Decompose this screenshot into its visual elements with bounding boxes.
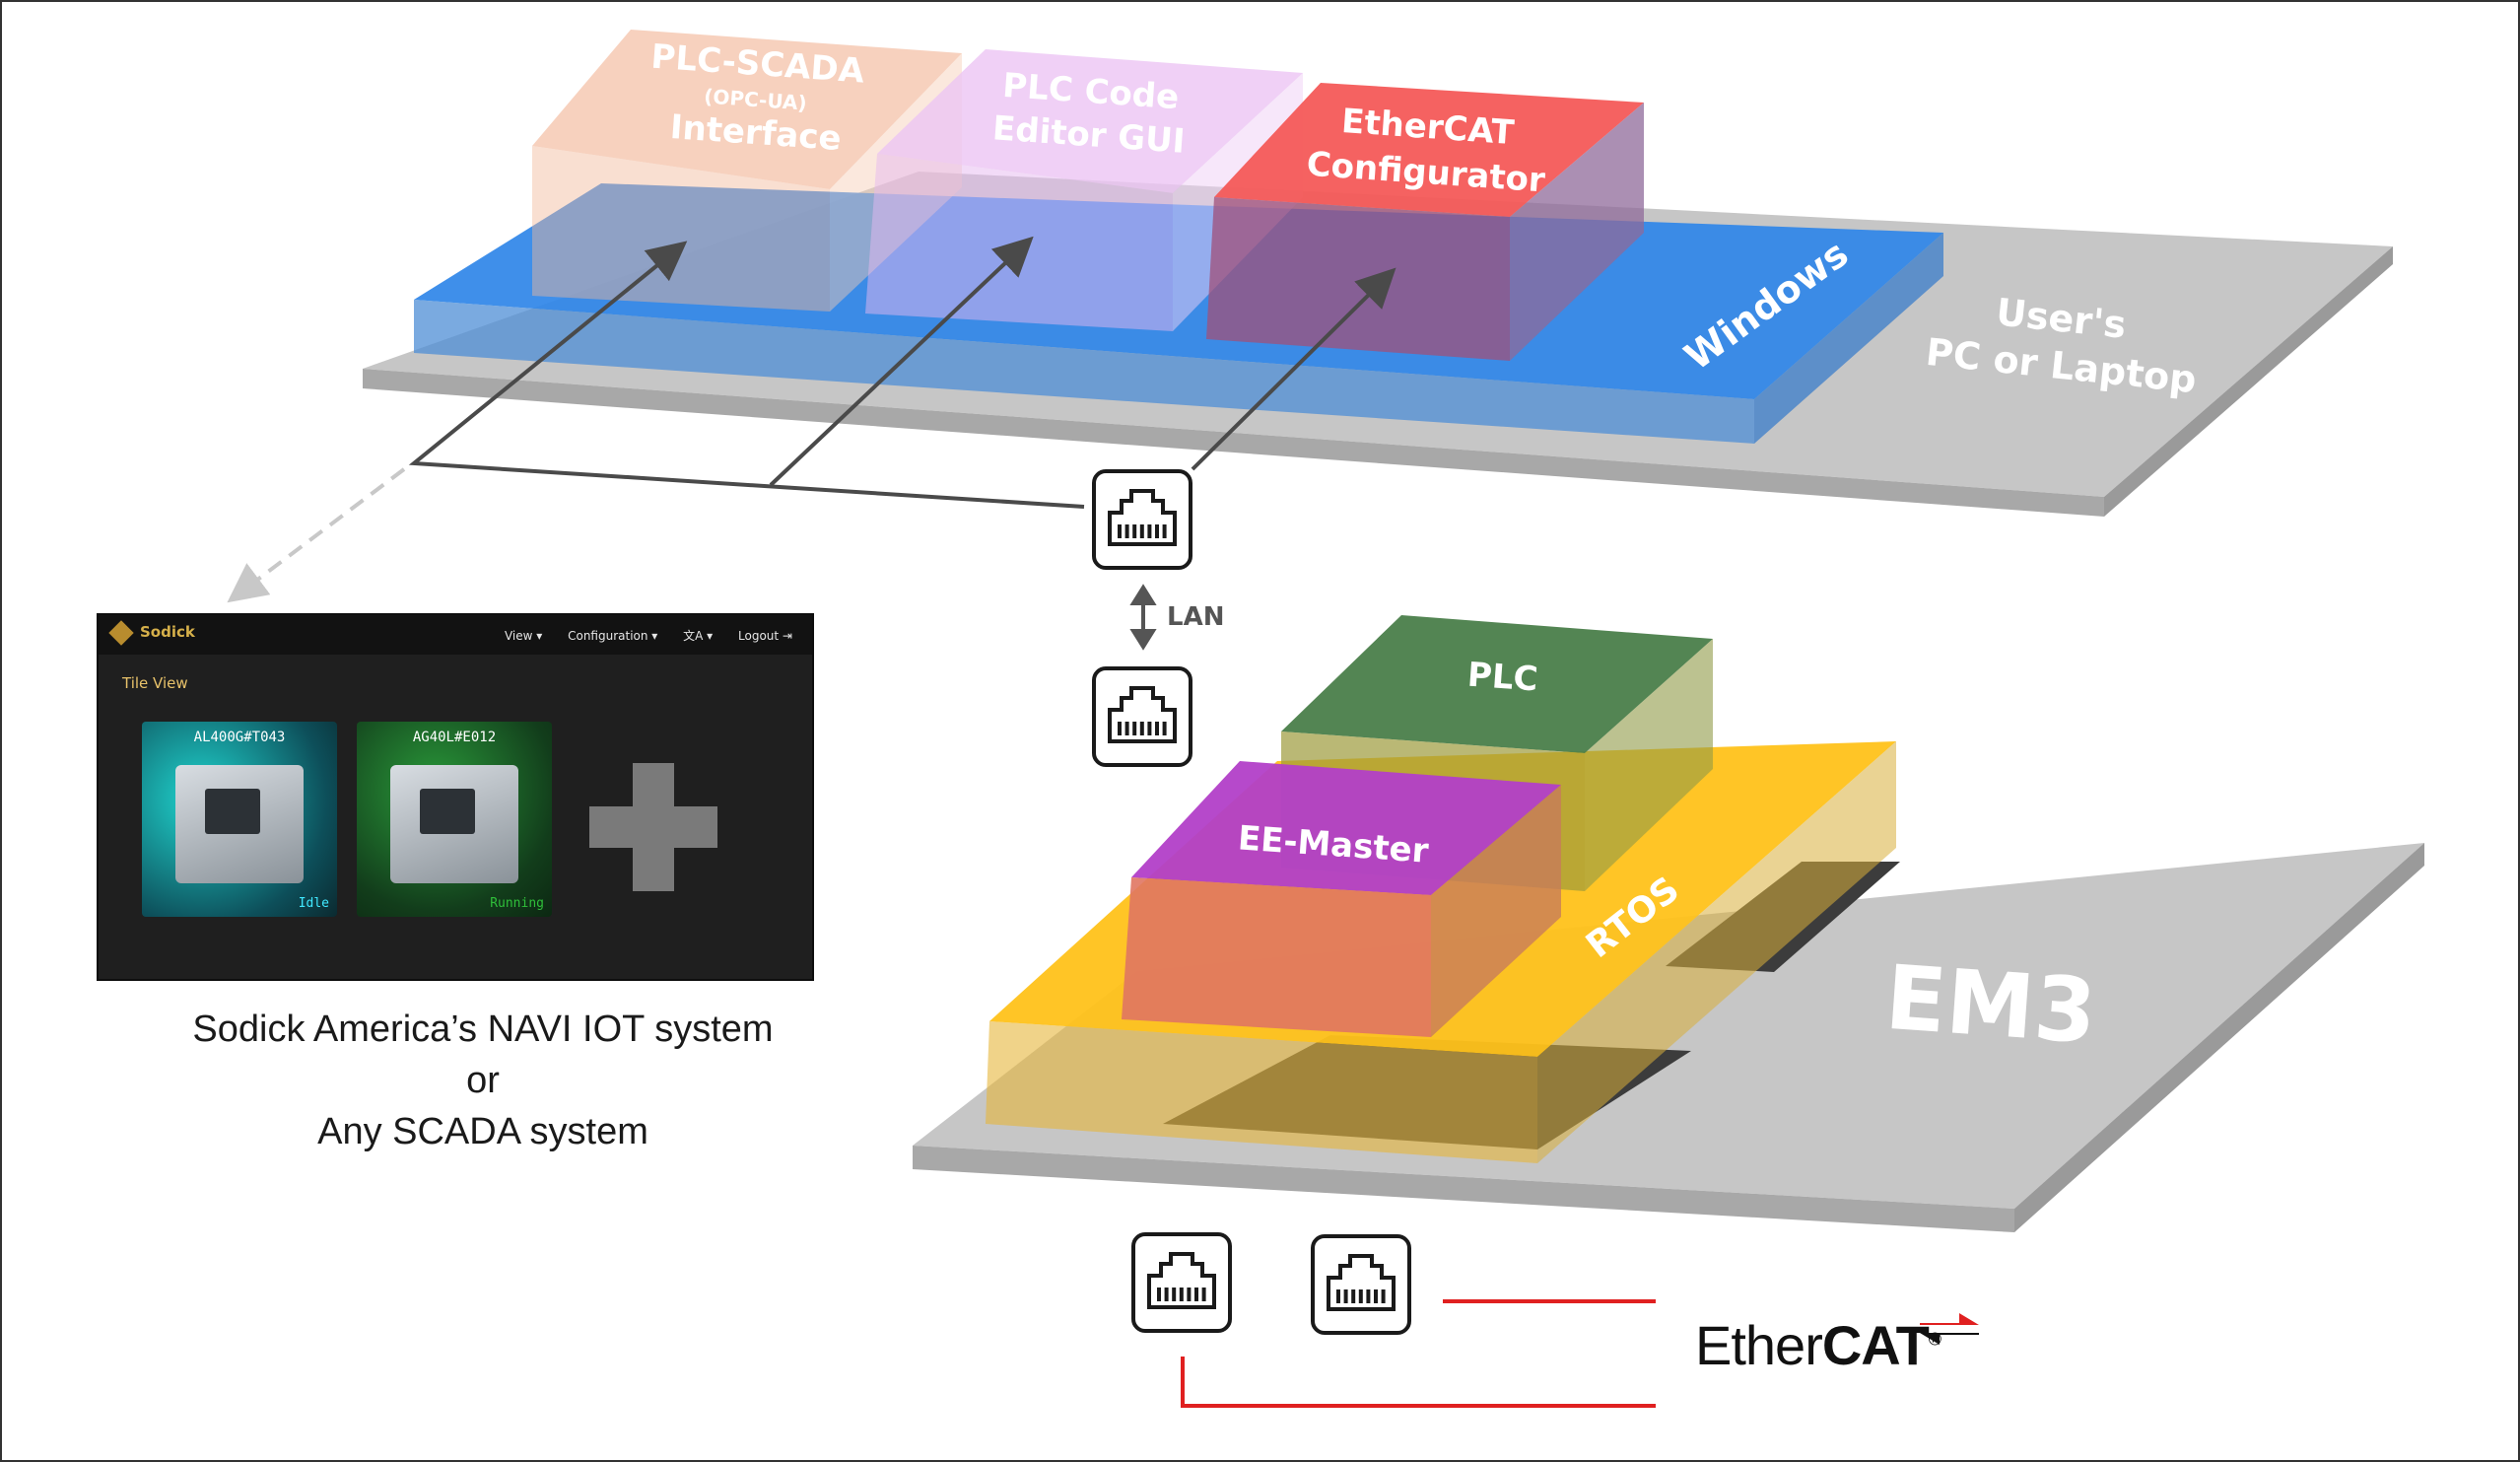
- lan-arrow: [1129, 584, 1157, 651]
- tile-status: Running: [490, 896, 544, 911]
- ethercat-cables: [1181, 1299, 1656, 1408]
- sodick-brand: Sodick: [140, 623, 195, 641]
- lan-port-pc-icon: [1092, 469, 1192, 570]
- sodick-logo: Sodick: [108, 619, 195, 646]
- machine-tile-ag40l[interactable]: AG40L#E012 Running: [357, 722, 552, 917]
- machine-tile-al400g[interactable]: AL400G#T043 Idle: [142, 722, 337, 917]
- tile-status: Idle: [298, 896, 329, 911]
- tile-name: AL400G#T043: [193, 730, 286, 745]
- lan-label: LAN: [1167, 602, 1224, 632]
- lan-connections: [408, 236, 1396, 509]
- scada-link-dashed: [227, 467, 406, 603]
- machine-icon: [175, 765, 304, 883]
- menu-language[interactable]: 文A ▾: [683, 629, 714, 643]
- ethercat-logo-cat: CAT: [1821, 1314, 1930, 1376]
- tile-name: AG40L#E012: [412, 730, 497, 745]
- ethercat-port-1-icon: [1131, 1232, 1232, 1333]
- menu-view[interactable]: View ▾: [504, 629, 543, 643]
- caption-line-3: Any SCADA system: [317, 1111, 648, 1152]
- em3-label: EM3: [1882, 946, 2099, 1065]
- scada-screenshot: Sodick View ▾ Configuration ▾ 文A ▾ Logou…: [97, 613, 814, 981]
- plc-label: PLC: [1466, 656, 1539, 700]
- ethercat-port-2-icon: [1311, 1234, 1411, 1335]
- caption-line-1: Sodick America’s NAVI IOT system: [192, 1009, 774, 1050]
- rj45-ports: [1092, 469, 1411, 1335]
- menu-logout[interactable]: Logout ⇥: [738, 629, 792, 643]
- tile-view-title: Tile View: [122, 674, 188, 692]
- ethercat-logo-arrows-icon: [1920, 1313, 1979, 1345]
- caption-line-2: or: [466, 1060, 500, 1101]
- scada-menu: View ▾ Configuration ▾ 文A ▾ Logout ⇥: [483, 627, 792, 644]
- ee-master-box: [1122, 761, 1561, 1037]
- add-tile-plus-icon[interactable]: [589, 763, 717, 891]
- menu-configuration[interactable]: Configuration ▾: [568, 629, 658, 643]
- ethercat-logo-ether: Ether: [1695, 1314, 1823, 1376]
- ethercat-logo: EtherCAT®: [1695, 1313, 1941, 1377]
- scada-top-bar: Sodick View ▾ Configuration ▾ 文A ▾ Logou…: [99, 615, 812, 655]
- ethercat-configurator-box: [1206, 83, 1644, 361]
- machine-icon: [390, 765, 518, 883]
- sodick-logo-icon: [108, 619, 134, 646]
- lan-port-em3-icon: [1092, 666, 1192, 767]
- scada-caption: Sodick America’s NAVI IOT system or Any …: [148, 1004, 818, 1157]
